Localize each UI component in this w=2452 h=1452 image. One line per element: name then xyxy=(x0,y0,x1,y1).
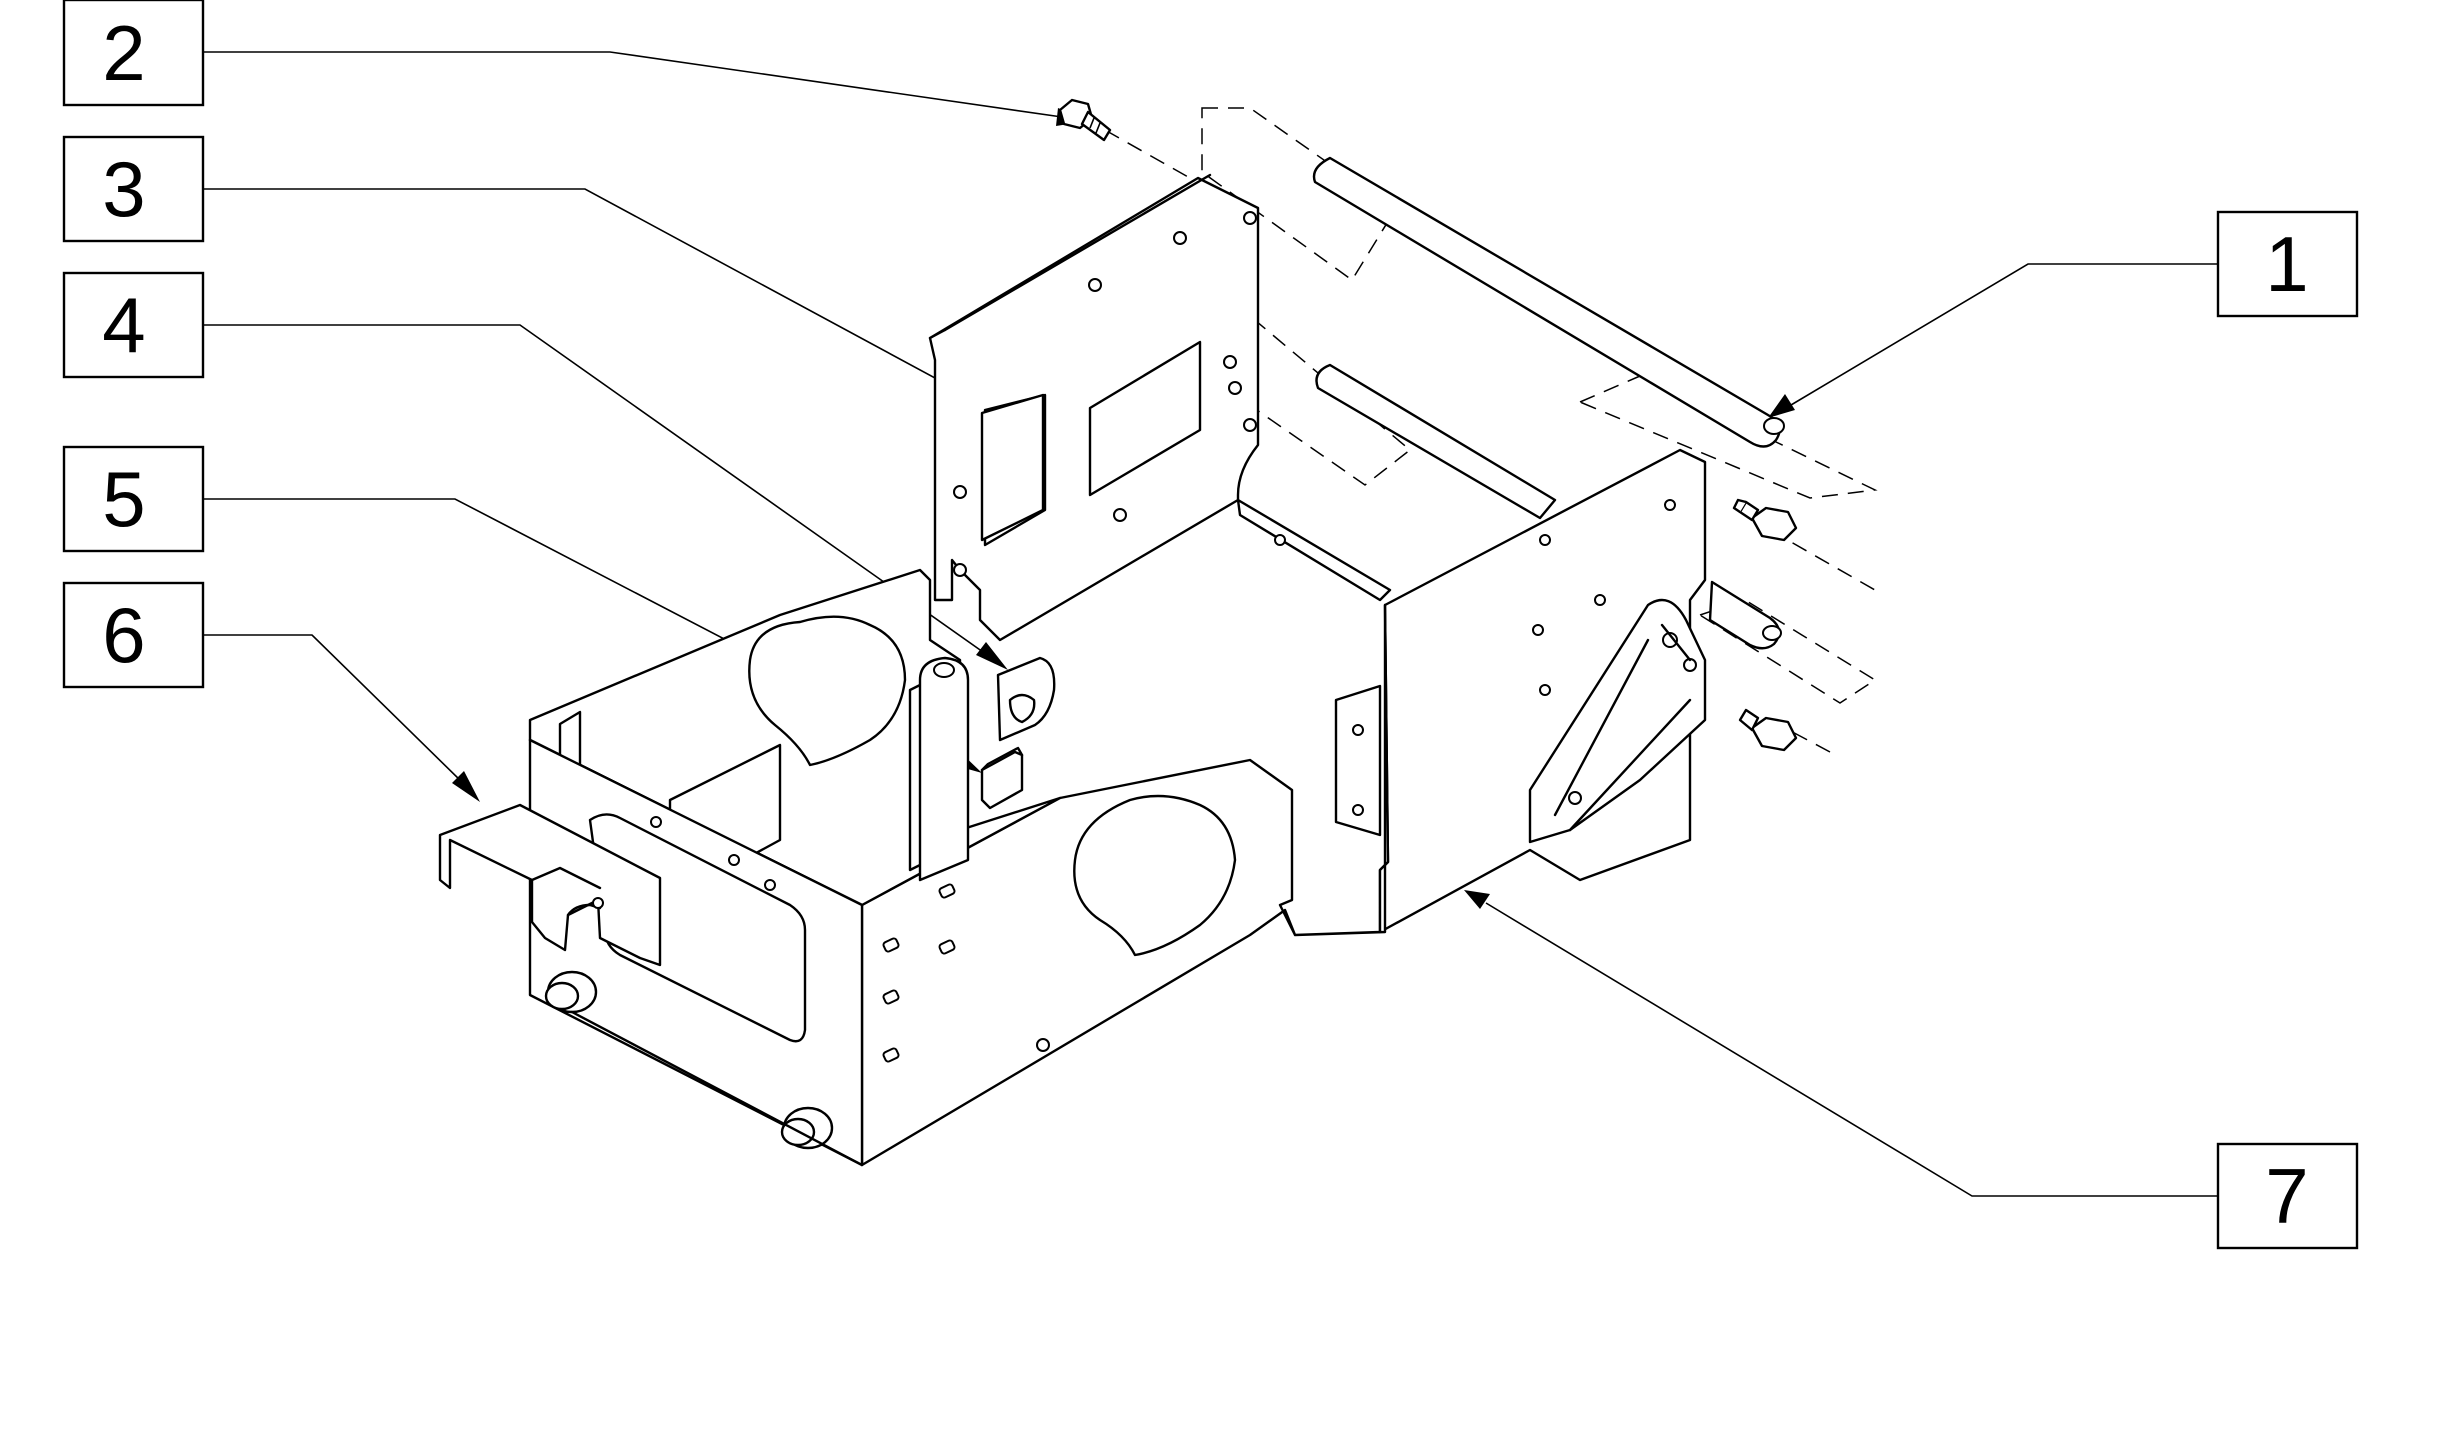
callout-3: 3 xyxy=(62,135,205,243)
spacer-rod-bottom xyxy=(1708,580,1782,650)
bolt-right-lower xyxy=(1738,708,1798,752)
callout-5-label: 5 xyxy=(102,455,145,543)
spacer-rod-middle xyxy=(1315,363,1557,520)
callout-2-label: 2 xyxy=(102,9,145,97)
clip-upper xyxy=(996,656,1056,742)
leader-lines xyxy=(203,51,2218,1197)
spacer-rod-top xyxy=(1312,156,1785,448)
callout-4-label: 4 xyxy=(102,281,145,369)
callout-6: 6 xyxy=(62,581,205,689)
callout-1: 1 xyxy=(2216,210,2359,318)
callout-5: 5 xyxy=(62,445,205,553)
bolt-top xyxy=(1058,98,1112,142)
label-plate xyxy=(980,393,1045,542)
callout-4: 4 xyxy=(62,271,205,379)
callout-6-label: 6 xyxy=(102,591,145,679)
main-frame xyxy=(528,173,1707,1167)
clip-lower xyxy=(980,746,1024,810)
callout-7: 7 xyxy=(2216,1142,2359,1250)
callout-3-label: 3 xyxy=(102,145,145,233)
callout-1-label: 1 xyxy=(2265,220,2308,308)
front-bracket xyxy=(438,803,662,967)
bolt-right-upper xyxy=(1732,498,1798,542)
callout-7-label: 7 xyxy=(2265,1152,2308,1240)
callout-2: 2 xyxy=(62,0,205,107)
